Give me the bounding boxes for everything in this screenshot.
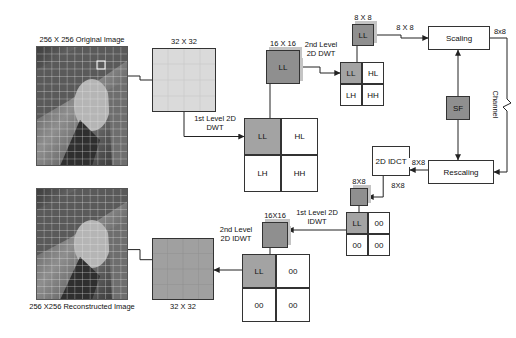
subband-cell: 00 [276,254,310,288]
subband-cell: LH [244,155,281,192]
subband-cube: 8 X 8LL [352,24,374,46]
node-label: 00 [289,301,298,310]
source-image: 256 X 256 Original Image [36,46,128,166]
image-block: 32 X 32 [152,238,214,300]
edge-label: 1st Level 2D DWT [192,114,238,132]
node-label: 00 [255,301,264,310]
size-label: 16X16 [264,211,286,220]
node-label: 2D IDCT [375,157,406,166]
connector [270,84,271,118]
process-box: Rescaling [428,160,494,184]
size-label: 8x8 [491,27,509,36]
size-label: 256 X 256 Original Image [39,35,124,44]
connector [410,170,428,171]
size-label: 32 X 32 [171,37,197,46]
edge-label: 1st Level 2D IDWT [290,208,344,226]
connector [357,46,358,62]
node-label: HL [294,132,304,141]
image-block-fill [152,48,216,300]
node-label: LL [255,267,264,276]
process-box: Scaling [428,26,490,50]
size-label: 8X8 [352,177,365,186]
connector [288,230,346,231]
scale-factor-box: SF [446,96,470,120]
node-label: SF [453,104,463,113]
connector [128,76,152,80]
connector [214,270,242,271]
node-label: LH [346,91,356,100]
edge-label: 8 X 8 [388,23,422,32]
original-image [36,46,128,166]
process-box: 2D IDCT [372,146,410,176]
edge-label: 8X8 [409,158,428,167]
subband-cell: HL [281,118,318,155]
subband-cell: 00 [368,212,390,234]
subband-cell: 00 [346,234,368,256]
size-label: 16 X 16 [270,39,296,48]
connector [374,35,428,38]
edge-label: Channel [491,80,500,130]
edge-label: 2nd Level 2D IDWT [214,225,258,243]
reconstructed-image [36,188,128,300]
node-label: Rescaling [443,168,478,177]
node-label: Scaling [446,34,472,43]
subband-cell: LL [340,62,362,84]
node-label: 00 [353,241,362,250]
size-label: 256 X256 Reconstructed Image [29,302,134,311]
subband-cell: 00 [368,234,390,256]
subband-cell: HH [281,155,318,192]
connector [300,67,340,73]
connector [368,176,383,197]
reconstructed-image: 256 X256 Reconstructed Image [36,188,128,300]
subband-cube: 8X8 [350,188,368,206]
node-label: LL [279,63,288,72]
node-label: 00 [375,219,384,228]
subband-cell: LL [244,118,281,155]
connector [490,38,511,172]
subband-cell: LL [346,212,368,234]
node-label: 00 [375,241,384,250]
edge-label: 2nd Level 2D DWT [302,40,340,58]
subband-cell: 00 [276,288,310,322]
node-label: 00 [289,267,298,276]
node-label: LL [347,69,356,78]
subband-cell: LH [340,84,362,106]
node-label: LL [359,31,368,40]
connector [458,120,459,160]
node-label: LH [257,169,267,178]
connector [128,250,152,260]
node-label: HH [294,169,306,178]
image-block: 32 X 32 [152,48,216,112]
subband-cube: 16 X 16LL [266,50,300,84]
subband-cell: LL [242,254,276,288]
connector [458,50,459,96]
node-label: HH [367,91,379,100]
node-label: LL [258,132,267,141]
subband-cell: HL [362,62,384,84]
node-label: HL [368,69,378,78]
size-label: 8 X 8 [354,13,372,22]
subband-cube: 16X16 [262,222,288,248]
edge-label: 8X8 [387,181,409,190]
subband-cell: HH [362,84,384,106]
node-label: LL [353,219,362,228]
connector [184,112,244,137]
size-label: 32 X 32 [170,302,196,311]
subband-cell: 00 [242,288,276,322]
